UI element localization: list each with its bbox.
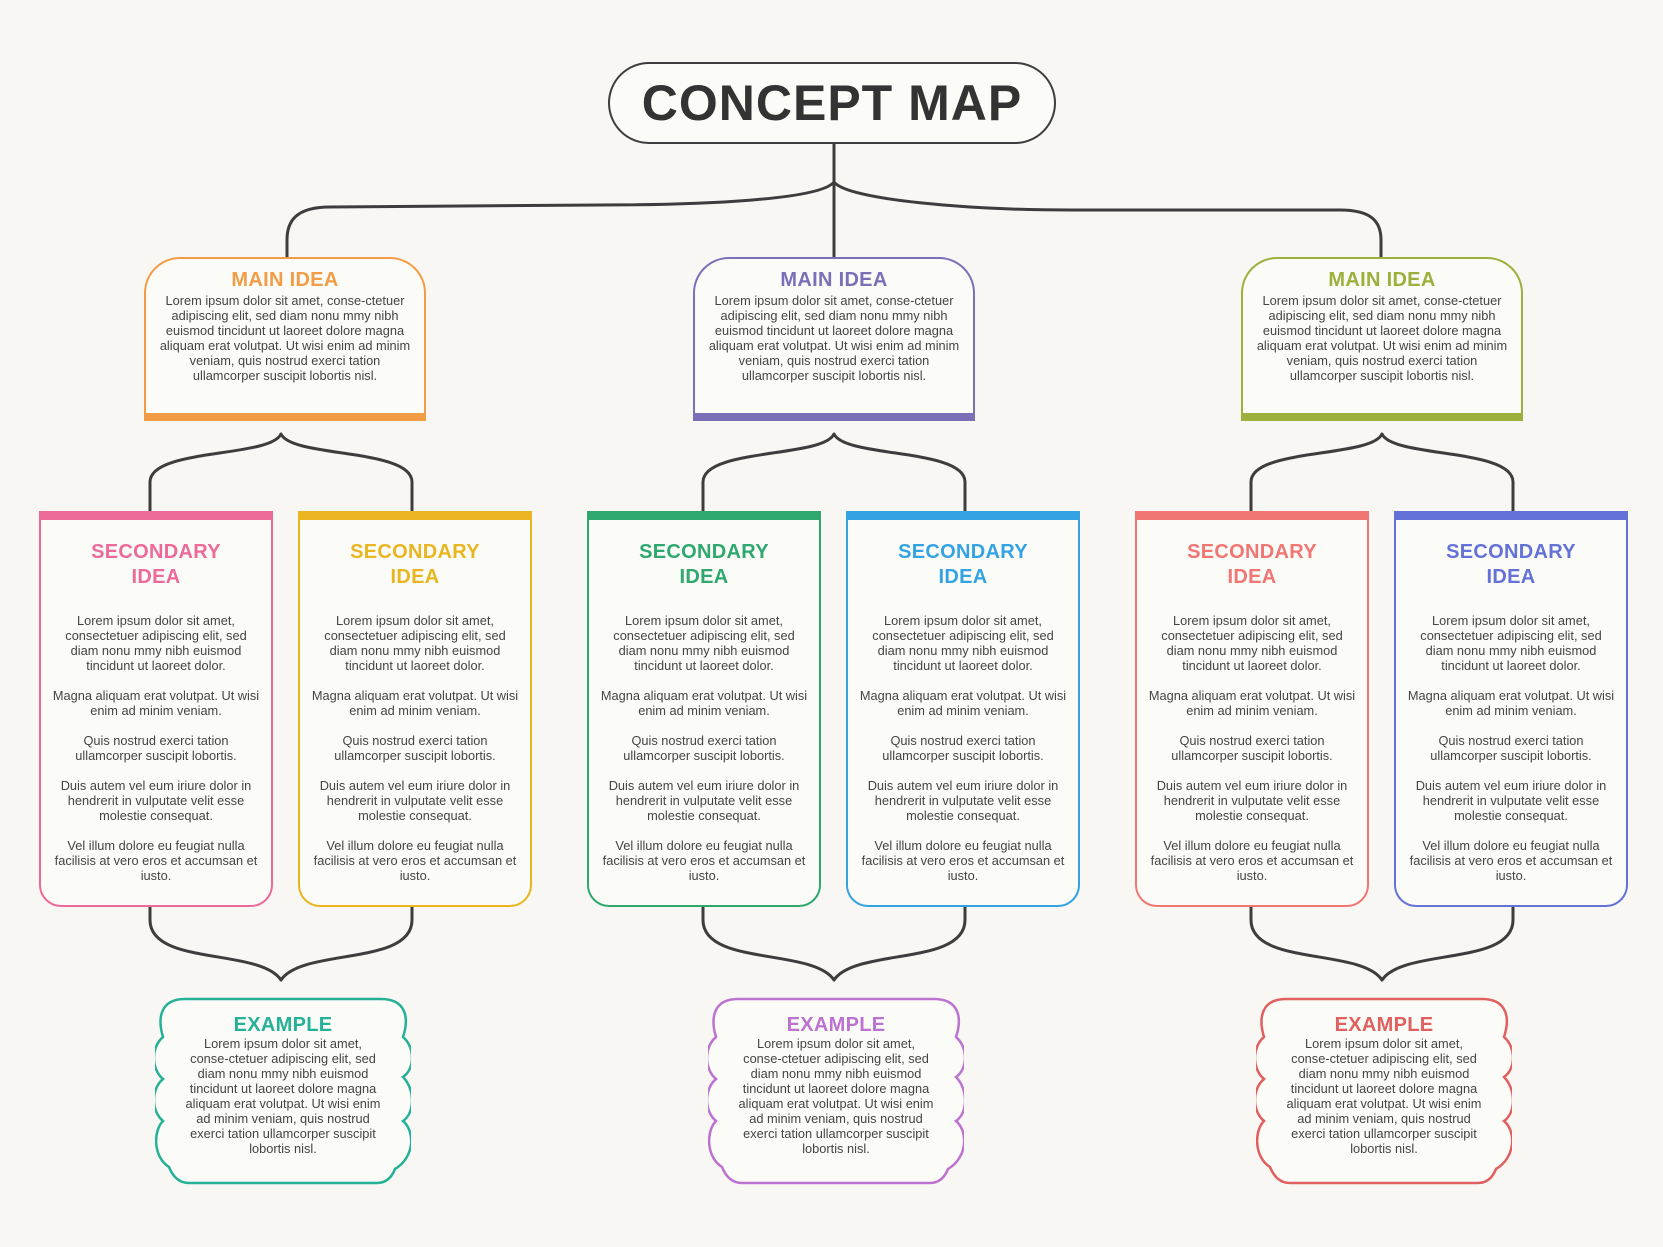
secondary-paragraph: Quis nostrud exerci tation ullamcorper s… <box>623 733 785 763</box>
example-node-3: EXAMPLE Lorem ipsum dolor sit amet, cons… <box>1256 997 1512 1185</box>
secondary-paragraph: Duis autem vel eum iriure dolor in hendr… <box>60 778 252 823</box>
secondary-paragraph: Quis nostrud exerci tation ullamcorper s… <box>1430 733 1592 763</box>
secondary-idea-heading: SECONDARY IDEA <box>1146 540 1358 590</box>
secondary-heading-line-2: IDEA <box>131 566 181 588</box>
example-body: Lorem ipsum dolor sit amet, conse-ctetue… <box>185 1036 381 1156</box>
secondary-paragraph: Vel illum dolore eu feugiat nulla facili… <box>602 838 806 883</box>
secondary-idea-heading: SECONDARY IDEA <box>857 540 1069 590</box>
example-node-2: EXAMPLE Lorem ipsum dolor sit amet, cons… <box>708 997 964 1185</box>
secondary-paragraph: Vel illum dolore eu feugiat nulla facili… <box>54 838 258 883</box>
secondary-idea-node-2: SECONDARY IDEA Lorem ipsum dolor sit ame… <box>298 511 532 907</box>
secondary-heading-line-2: IDEA <box>679 566 729 588</box>
main-idea-node-2: MAIN IDEA Lorem ipsum dolor sit amet, co… <box>693 257 975 421</box>
secondary-heading-line-2: IDEA <box>1486 566 1536 588</box>
connector-brace-main-2 <box>701 432 967 513</box>
secondary-heading-line-1: SECONDARY <box>898 541 1028 563</box>
secondary-paragraph: Magna aliquam erat volutpat. Ut wisi eni… <box>600 688 808 718</box>
secondary-idea-node-4: SECONDARY IDEA Lorem ipsum dolor sit ame… <box>846 511 1080 907</box>
secondary-paragraph: Duis autem vel eum iriure dolor in hendr… <box>319 778 511 823</box>
main-idea-body: Lorem ipsum dolor sit amet, conse-ctetue… <box>1256 293 1508 383</box>
secondary-heading-line-1: SECONDARY <box>350 541 480 563</box>
example-heading: EXAMPLE <box>786 1014 886 1036</box>
connector-brace-example-2 <box>701 905 967 982</box>
secondary-paragraph: Vel illum dolore eu feugiat nulla facili… <box>861 838 1065 883</box>
secondary-paragraph: Duis autem vel eum iriure dolor in hendr… <box>608 778 800 823</box>
secondary-paragraph: Lorem ipsum dolor sit amet, consectetuer… <box>1161 613 1343 673</box>
main-idea-body: Lorem ipsum dolor sit amet, conse-ctetue… <box>708 293 960 383</box>
secondary-paragraph: Lorem ipsum dolor sit amet, consectetuer… <box>613 613 795 673</box>
example-frame <box>708 997 964 1185</box>
secondary-idea-heading: SECONDARY IDEA <box>309 540 521 590</box>
connector-title-left <box>285 180 836 259</box>
secondary-idea-body: Lorem ipsum dolor sit amet, consectetuer… <box>598 613 810 883</box>
secondary-idea-body: Lorem ipsum dolor sit amet, consectetuer… <box>50 613 262 883</box>
secondary-paragraph: Duis autem vel eum iriure dolor in hendr… <box>867 778 1059 823</box>
main-idea-heading: MAIN IDEA <box>231 269 339 291</box>
secondary-paragraph: Vel illum dolore eu feugiat nulla facili… <box>1409 838 1613 883</box>
connector-brace-example-3 <box>1249 905 1515 982</box>
secondary-paragraph: Lorem ipsum dolor sit amet, consectetuer… <box>1420 613 1602 673</box>
main-idea-node-3: MAIN IDEA Lorem ipsum dolor sit amet, co… <box>1241 257 1523 421</box>
secondary-paragraph: Lorem ipsum dolor sit amet, consectetuer… <box>872 613 1054 673</box>
secondary-paragraph: Quis nostrud exerci tation ullamcorper s… <box>75 733 237 763</box>
example-node-1: EXAMPLE Lorem ipsum dolor sit amet, cons… <box>155 997 411 1185</box>
secondary-paragraph: Vel illum dolore eu feugiat nulla facili… <box>313 838 517 883</box>
secondary-paragraph: Magna aliquam erat volutpat. Ut wisi eni… <box>311 688 519 718</box>
secondary-heading-line-2: IDEA <box>938 566 988 588</box>
secondary-idea-body: Lorem ipsum dolor sit amet, consectetuer… <box>309 613 521 883</box>
secondary-idea-node-1: SECONDARY IDEA Lorem ipsum dolor sit ame… <box>39 511 273 907</box>
connector-brace-main-3 <box>1249 432 1515 513</box>
secondary-heading-line-2: IDEA <box>1227 566 1277 588</box>
secondary-idea-node-6: SECONDARY IDEA Lorem ipsum dolor sit ame… <box>1394 511 1628 907</box>
secondary-paragraph: Lorem ipsum dolor sit amet, consectetuer… <box>324 613 506 673</box>
secondary-paragraph: Quis nostrud exerci tation ullamcorper s… <box>334 733 496 763</box>
title-node: CONCEPT MAP <box>608 62 1056 144</box>
connector-brace-main-1 <box>148 432 414 513</box>
secondary-heading-line-1: SECONDARY <box>1187 541 1317 563</box>
secondary-idea-heading: SECONDARY IDEA <box>50 540 262 590</box>
example-body: Lorem ipsum dolor sit amet, conse-ctetue… <box>738 1036 934 1156</box>
secondary-heading-line-2: IDEA <box>390 566 440 588</box>
secondary-paragraph: Lorem ipsum dolor sit amet, consectetuer… <box>65 613 247 673</box>
connector-brace-example-1 <box>148 905 414 982</box>
connector-title-right <box>832 180 1383 259</box>
secondary-heading-line-1: SECONDARY <box>639 541 769 563</box>
secondary-paragraph: Magna aliquam erat volutpat. Ut wisi eni… <box>859 688 1067 718</box>
secondary-idea-body: Lorem ipsum dolor sit amet, consectetuer… <box>1405 613 1617 883</box>
secondary-paragraph: Magna aliquam erat volutpat. Ut wisi eni… <box>52 688 260 718</box>
secondary-paragraph: Quis nostrud exerci tation ullamcorper s… <box>1171 733 1333 763</box>
secondary-heading-line-1: SECONDARY <box>1446 541 1576 563</box>
main-idea-node-1: MAIN IDEA Lorem ipsum dolor sit amet, co… <box>144 257 426 421</box>
secondary-paragraph: Duis autem vel eum iriure dolor in hendr… <box>1415 778 1607 823</box>
main-idea-heading: MAIN IDEA <box>780 269 888 291</box>
secondary-paragraph: Duis autem vel eum iriure dolor in hendr… <box>1156 778 1348 823</box>
secondary-idea-heading: SECONDARY IDEA <box>598 540 810 590</box>
secondary-idea-node-5: SECONDARY IDEA Lorem ipsum dolor sit ame… <box>1135 511 1369 907</box>
secondary-idea-node-3: SECONDARY IDEA Lorem ipsum dolor sit ame… <box>587 511 821 907</box>
secondary-heading-line-1: SECONDARY <box>91 541 221 563</box>
secondary-paragraph: Quis nostrud exerci tation ullamcorper s… <box>882 733 1044 763</box>
main-idea-body: Lorem ipsum dolor sit amet, conse-ctetue… <box>159 293 411 383</box>
secondary-idea-heading: SECONDARY IDEA <box>1405 540 1617 590</box>
page-title: CONCEPT MAP <box>641 75 1023 131</box>
main-idea-heading: MAIN IDEA <box>1328 269 1436 291</box>
example-frame <box>155 997 411 1185</box>
secondary-paragraph: Vel illum dolore eu feugiat nulla facili… <box>1150 838 1354 883</box>
secondary-idea-body: Lorem ipsum dolor sit amet, consectetuer… <box>1146 613 1358 883</box>
secondary-idea-body: Lorem ipsum dolor sit amet, consectetuer… <box>857 613 1069 883</box>
secondary-paragraph: Magna aliquam erat volutpat. Ut wisi eni… <box>1407 688 1615 718</box>
example-body: Lorem ipsum dolor sit amet, conse-ctetue… <box>1286 1036 1482 1156</box>
example-heading: EXAMPLE <box>233 1014 333 1036</box>
example-frame <box>1256 997 1512 1185</box>
example-heading: EXAMPLE <box>1334 1014 1434 1036</box>
secondary-paragraph: Magna aliquam erat volutpat. Ut wisi eni… <box>1148 688 1356 718</box>
